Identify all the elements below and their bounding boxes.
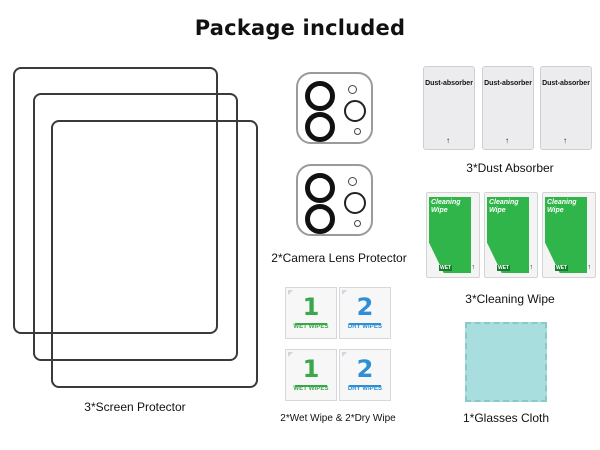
- arrow-up-icon: ↑: [446, 136, 450, 145]
- dust-absorber-sticker: Dust-absorber ↑: [540, 66, 592, 150]
- sensor-dot: [354, 220, 361, 227]
- glasses-cloth-caption: 1*Glasses Cloth: [462, 411, 550, 425]
- arrow-up-icon: ↑: [505, 136, 509, 145]
- cleaning-wipe-title-line2: Wipe: [489, 207, 506, 214]
- cleaning-wipe-title-line2: Wipe: [547, 207, 564, 214]
- arrow-up-icon: ↑: [563, 136, 567, 145]
- arrow-up-icon: ↑: [471, 264, 476, 271]
- corner-mark: [288, 352, 293, 357]
- wet-wipe-label: WET WIPES: [293, 386, 329, 392]
- dust-absorber-label: Dust-absorber: [425, 80, 473, 87]
- camera-lens-caption: 2*Camera Lens Protector: [271, 251, 407, 265]
- lens-ring: [344, 100, 366, 122]
- dry-wipe-bar: [349, 385, 381, 387]
- dust-absorber-sticker: Dust-absorber ↑: [482, 66, 534, 150]
- sensor-dot: [354, 128, 361, 135]
- screen-protector-sheet: [13, 67, 218, 334]
- dry-wipe-label: DRY WIPES: [347, 386, 383, 392]
- dry-wipe-label: DRY WIPES: [347, 324, 383, 330]
- lens-ring: [305, 112, 335, 142]
- page-title: Package included: [194, 16, 406, 40]
- wet-wipe-bar: [295, 323, 327, 325]
- wet-wipe-bar: [295, 385, 327, 387]
- arrow-up-icon: ↑: [529, 264, 534, 271]
- dry-wipe-bar: [349, 323, 381, 325]
- screen-protector-sheet: [51, 120, 258, 388]
- dust-absorber-sticker: Dust-absorber ↑: [423, 66, 475, 150]
- camera-lens-protector: [296, 72, 373, 144]
- corner-mark: [288, 290, 293, 295]
- flash-dot: [348, 177, 357, 186]
- camera-lens-protector: [296, 164, 373, 236]
- dust-absorber-label: Dust-absorber: [542, 80, 590, 87]
- cleaning-wipe-title-line1: Cleaning: [489, 199, 519, 206]
- screen-protector-sheet: [33, 93, 238, 361]
- lens-ring: [305, 81, 335, 111]
- wet-wipe-sachet: 1 WET WIPES: [285, 349, 337, 401]
- cleaning-wipe-title-line2: Wipe: [431, 207, 448, 214]
- flash-dot: [348, 85, 357, 94]
- dry-wipe-number: 2: [356, 293, 374, 321]
- dust-absorber-label: Dust-absorber: [484, 80, 532, 87]
- dry-wipe-number: 2: [356, 355, 374, 383]
- cleaning-wipe-title-line1: Cleaning: [431, 199, 461, 206]
- cleaning-wipe-title-line1: Cleaning: [547, 199, 577, 206]
- corner-mark: [342, 352, 347, 357]
- cleaning-wipe-tag: WET: [497, 265, 511, 271]
- wet-wipe-sachet: 1 WET WIPES: [285, 287, 337, 339]
- lens-ring: [305, 173, 335, 203]
- arrow-up-icon: ↑: [587, 264, 592, 271]
- lens-ring: [305, 204, 335, 234]
- cleaning-wipe-caption: 3*Cleaning Wipe: [465, 292, 555, 306]
- wet-wipe-number: 1: [302, 293, 320, 321]
- lens-ring: [344, 192, 366, 214]
- glasses-cloth: [465, 322, 547, 402]
- cleaning-wipe-tag: WET: [555, 265, 569, 271]
- dry-wipe-sachet: 2 DRY WIPES: [339, 349, 391, 401]
- dust-absorber-caption: 3*Dust Absorber: [466, 161, 554, 175]
- cleaning-wipe-tag: WET: [439, 265, 453, 271]
- wet-wipe-number: 1: [302, 355, 320, 383]
- screen-protector-caption: 3*Screen Protector: [84, 400, 186, 414]
- wet-wipe-label: WET WIPES: [293, 324, 329, 330]
- dry-wipe-sachet: 2 DRY WIPES: [339, 287, 391, 339]
- corner-mark: [342, 290, 347, 295]
- wipes-caption: 2*Wet Wipe & 2*Dry Wipe: [280, 413, 396, 424]
